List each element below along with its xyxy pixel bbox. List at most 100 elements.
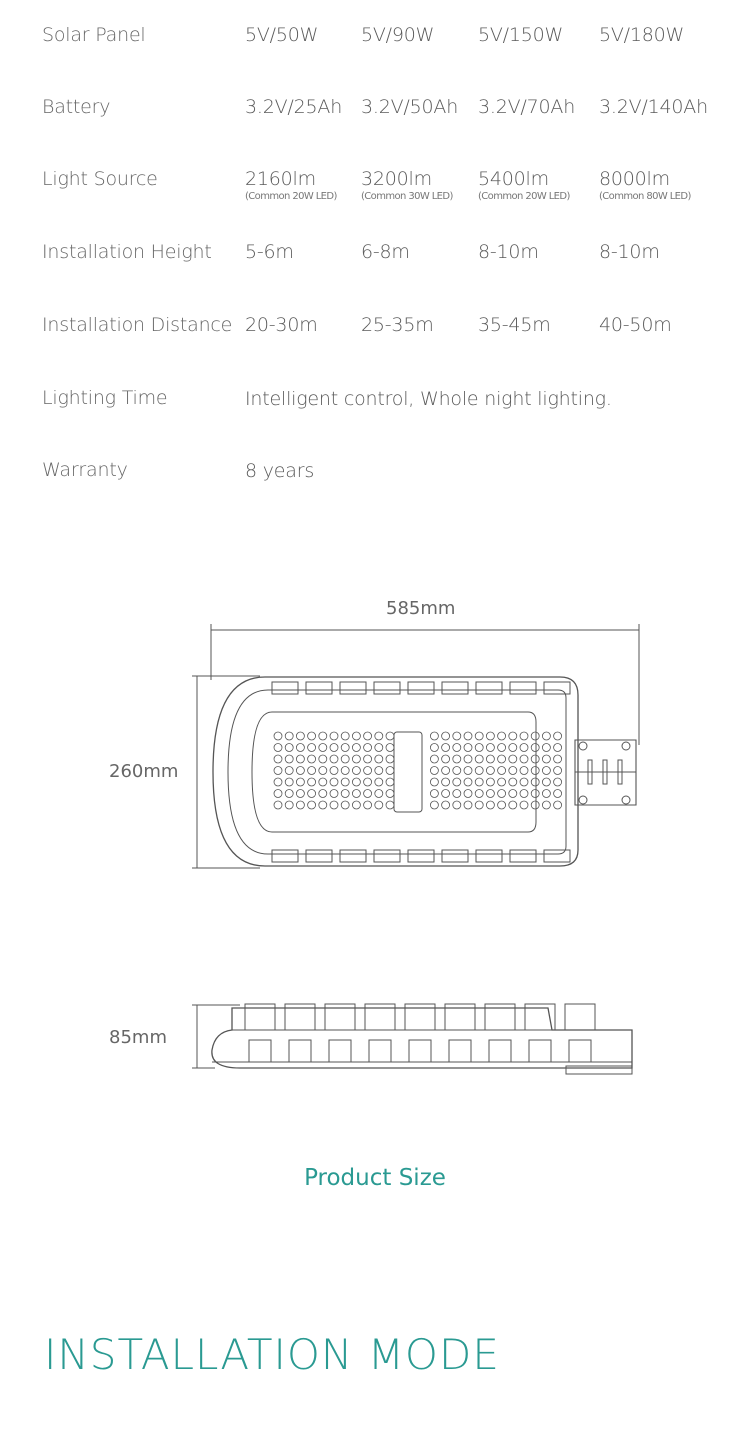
pole-bracket xyxy=(574,739,637,806)
led xyxy=(318,789,328,798)
led xyxy=(508,766,518,775)
led xyxy=(374,789,384,798)
spec-label: Installation Height xyxy=(42,241,212,263)
led xyxy=(542,754,551,764)
spec-label: Lighting Time xyxy=(42,387,168,409)
led xyxy=(452,743,462,752)
led xyxy=(474,800,484,810)
spec-note: (Common 20W LED) xyxy=(245,191,337,202)
side-fin xyxy=(404,1003,436,1031)
led xyxy=(307,743,317,752)
lamp-body-outline xyxy=(212,676,579,867)
led xyxy=(307,754,317,764)
led xyxy=(295,766,305,775)
led xyxy=(273,800,283,810)
led xyxy=(273,754,283,764)
led xyxy=(485,777,495,787)
led xyxy=(508,777,518,787)
led xyxy=(374,800,384,810)
side-fin xyxy=(444,1003,476,1031)
side-fin xyxy=(244,1003,276,1031)
spec-value: 8-10m xyxy=(599,241,660,263)
led xyxy=(485,789,495,798)
led xyxy=(519,800,529,810)
spec-value: 40-50m xyxy=(599,314,672,336)
led xyxy=(307,777,317,787)
led xyxy=(307,800,317,810)
led xyxy=(519,766,529,775)
led xyxy=(485,731,495,741)
led xyxy=(441,789,451,798)
led xyxy=(340,777,350,787)
led xyxy=(318,777,328,787)
led xyxy=(429,754,439,764)
led xyxy=(441,800,451,810)
led xyxy=(485,743,495,752)
led xyxy=(452,800,462,810)
led xyxy=(463,766,473,775)
led xyxy=(295,789,305,798)
side-view-outline xyxy=(211,1007,633,1069)
led xyxy=(542,743,551,752)
spec-value: 20-30m xyxy=(245,314,318,336)
led xyxy=(463,754,473,764)
spec-value: Intelligent control, Whole night lightin… xyxy=(245,388,612,410)
led xyxy=(329,800,339,810)
led xyxy=(463,743,473,752)
spec-note: (Common 80W LED) xyxy=(599,191,691,202)
led xyxy=(474,743,484,752)
spec-label: Installation Distance xyxy=(42,314,233,336)
led xyxy=(463,777,473,787)
led xyxy=(508,743,518,752)
spec-value: 8000lm xyxy=(599,168,670,190)
led xyxy=(441,754,451,764)
led xyxy=(318,754,328,764)
led xyxy=(463,731,473,741)
spec-value: 5V/50W xyxy=(245,24,319,46)
led xyxy=(318,800,328,810)
led xyxy=(284,731,294,741)
width-dimension-label: 585mm xyxy=(386,598,456,619)
led xyxy=(273,731,283,741)
led xyxy=(385,800,395,810)
fin xyxy=(271,681,299,695)
side-fin xyxy=(284,1003,316,1031)
led xyxy=(441,731,451,741)
led xyxy=(318,743,328,752)
led xyxy=(351,800,361,810)
fin xyxy=(373,849,401,863)
side-rib xyxy=(288,1039,312,1063)
led xyxy=(374,731,384,741)
sensor-window xyxy=(393,731,423,813)
led xyxy=(441,743,451,752)
led xyxy=(329,731,339,741)
led xyxy=(351,743,361,752)
led xyxy=(273,777,283,787)
led xyxy=(351,789,361,798)
spec-note: (Common 30W LED) xyxy=(361,191,453,202)
spec-value: 3.2V/50Ah xyxy=(361,96,459,118)
led xyxy=(530,777,540,787)
led xyxy=(284,743,294,752)
led xyxy=(463,789,473,798)
led xyxy=(340,800,350,810)
spec-value: 5400lm xyxy=(478,168,549,190)
bolt xyxy=(621,741,631,751)
fin xyxy=(339,681,367,695)
spec-value: 5V/150W xyxy=(478,24,564,46)
led xyxy=(295,777,305,787)
led xyxy=(273,743,283,752)
led xyxy=(329,754,339,764)
led xyxy=(273,766,283,775)
side-fin xyxy=(324,1003,356,1031)
spec-value: 3.2V/70Ah xyxy=(478,96,576,118)
side-fin xyxy=(524,1003,556,1031)
led xyxy=(329,789,339,798)
led xyxy=(485,754,495,764)
side-rib xyxy=(248,1039,272,1063)
led xyxy=(530,731,540,741)
led xyxy=(340,789,350,798)
spec-value: 3.2V/140Ah xyxy=(599,96,708,118)
fin xyxy=(543,681,571,695)
led xyxy=(452,754,462,764)
